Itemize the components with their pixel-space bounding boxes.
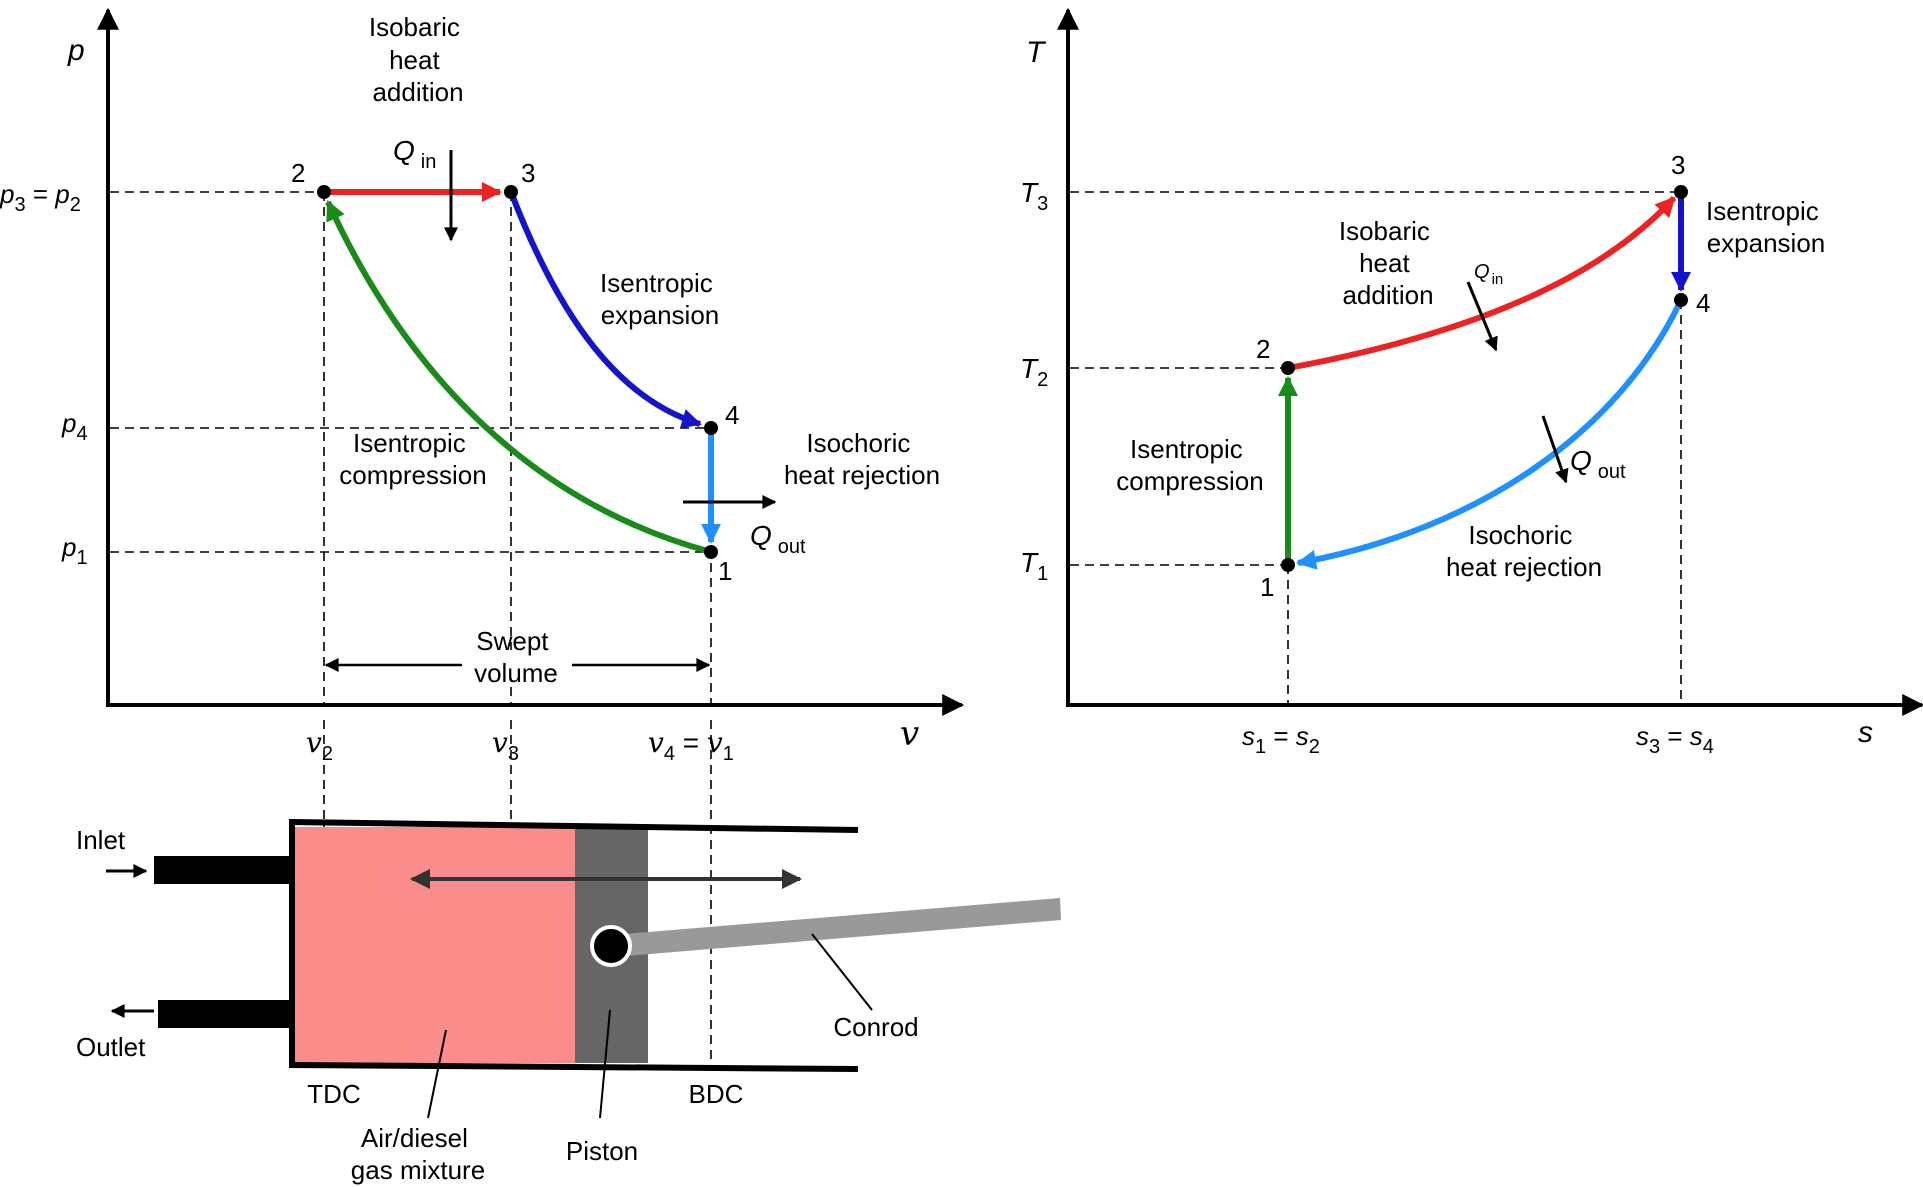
ts-process-4-1-isochoric [1296,298,1684,570]
ts-tick-T1: T1 [1020,547,1048,585]
pv-tick-v2: v2 [306,726,333,765]
bdc-label: BDC [689,1079,744,1109]
pv-compression-label: Isentropic compression [339,428,486,490]
pv-point-2-label: 2 [291,158,305,188]
ts-point-1-label: 1 [1260,572,1274,602]
ts-q-in-arrow [1466,281,1498,352]
pv-tick-p3-eq-p2: p3 = p2 [0,179,81,216]
ts-point-3-label: 3 [1671,150,1685,180]
ts-diagram: T s T3 T2 T1 s1 = s2 s3 = s4 [1020,7,1923,758]
piston-pin [590,925,632,967]
pv-isobaric-label: Isobaric heat addition [369,12,467,107]
inlet-label: Inlet [76,825,126,855]
ts-point-2 [1281,361,1295,375]
ts-tick-s3-eq-s4: s3 = s4 [1636,721,1714,758]
pv-point-1 [704,545,718,559]
ts-point-4 [1674,293,1688,307]
conrod-leader [811,933,873,1011]
swept-volume-label-bg [462,650,572,678]
conrod [612,898,1061,957]
pv-diagram: p v p3 = p2 p4 p1 v2 v3 [0,7,965,1066]
pv-point-2 [317,185,331,199]
pv-tick-p4: p4 [61,408,88,445]
pv-point-3 [504,185,518,199]
pv-expansion-label: Isentropic expansion [600,268,720,330]
pv-tick-v3: v3 [492,726,519,765]
ts-isobaric-label: Isobaric heat addition [1339,216,1437,310]
pv-process-3-4-expansion [508,190,702,429]
outlet-port [158,1000,292,1028]
pv-x-axis-label: v [900,714,919,754]
ts-tick-T2: T2 [1020,353,1048,391]
outlet-label: Outlet [76,1032,146,1062]
conrod-label: Conrod [833,1012,918,1042]
ts-tick-s1-eq-s2: s1 = s2 [1242,721,1320,758]
ts-point-1 [1281,558,1295,572]
ts-process-2-3-isobaric [1287,195,1677,371]
mixture-leader [427,1029,447,1119]
ts-tick-T3: T3 [1020,177,1048,215]
pv-point-4-label: 4 [725,400,739,430]
pv-y-axis-label: p [67,34,85,67]
piston-label: Piston [566,1136,638,1166]
ts-guide-lines [1070,191,1682,705]
ts-compression-label: Isentropic compression [1116,434,1263,496]
ts-expansion-label: Isentropic expansion [1706,196,1826,258]
ts-point-4-label: 4 [1696,288,1710,318]
ts-y-axis-label: T [1026,36,1047,69]
tdc-label: TDC [307,1079,360,1109]
ts-isochoric-label: Isochoric heat rejection [1446,520,1602,582]
ts-point-3 [1674,185,1688,199]
piston-leader [599,1009,611,1119]
ts-point-2-label: 2 [1256,334,1270,364]
ts-x-axis-label: s [1858,716,1873,749]
pv-point-1-label: 1 [718,556,732,586]
pv-isochoric-label: Isochoric heat rejection [784,428,940,490]
pv-process-1-2-compression [325,200,712,555]
mixture-label: Air/diesel gas mixture [351,1123,485,1185]
inlet-port [154,856,292,884]
ts-q-out-arrow [1541,415,1569,484]
gas-mixture-region [295,827,575,1063]
pv-point-3-label: 3 [521,158,535,188]
engine-schematic: Inlet Outlet TDC BDC Air/diesel gas mixt… [76,818,1061,1185]
pv-point-4 [704,421,718,435]
pv-tick-p1: p1 [61,532,88,569]
pv-tick-v4-eq-v1: v4 = v1 [648,726,734,765]
swept-volume-label: Swept volume [474,626,558,688]
